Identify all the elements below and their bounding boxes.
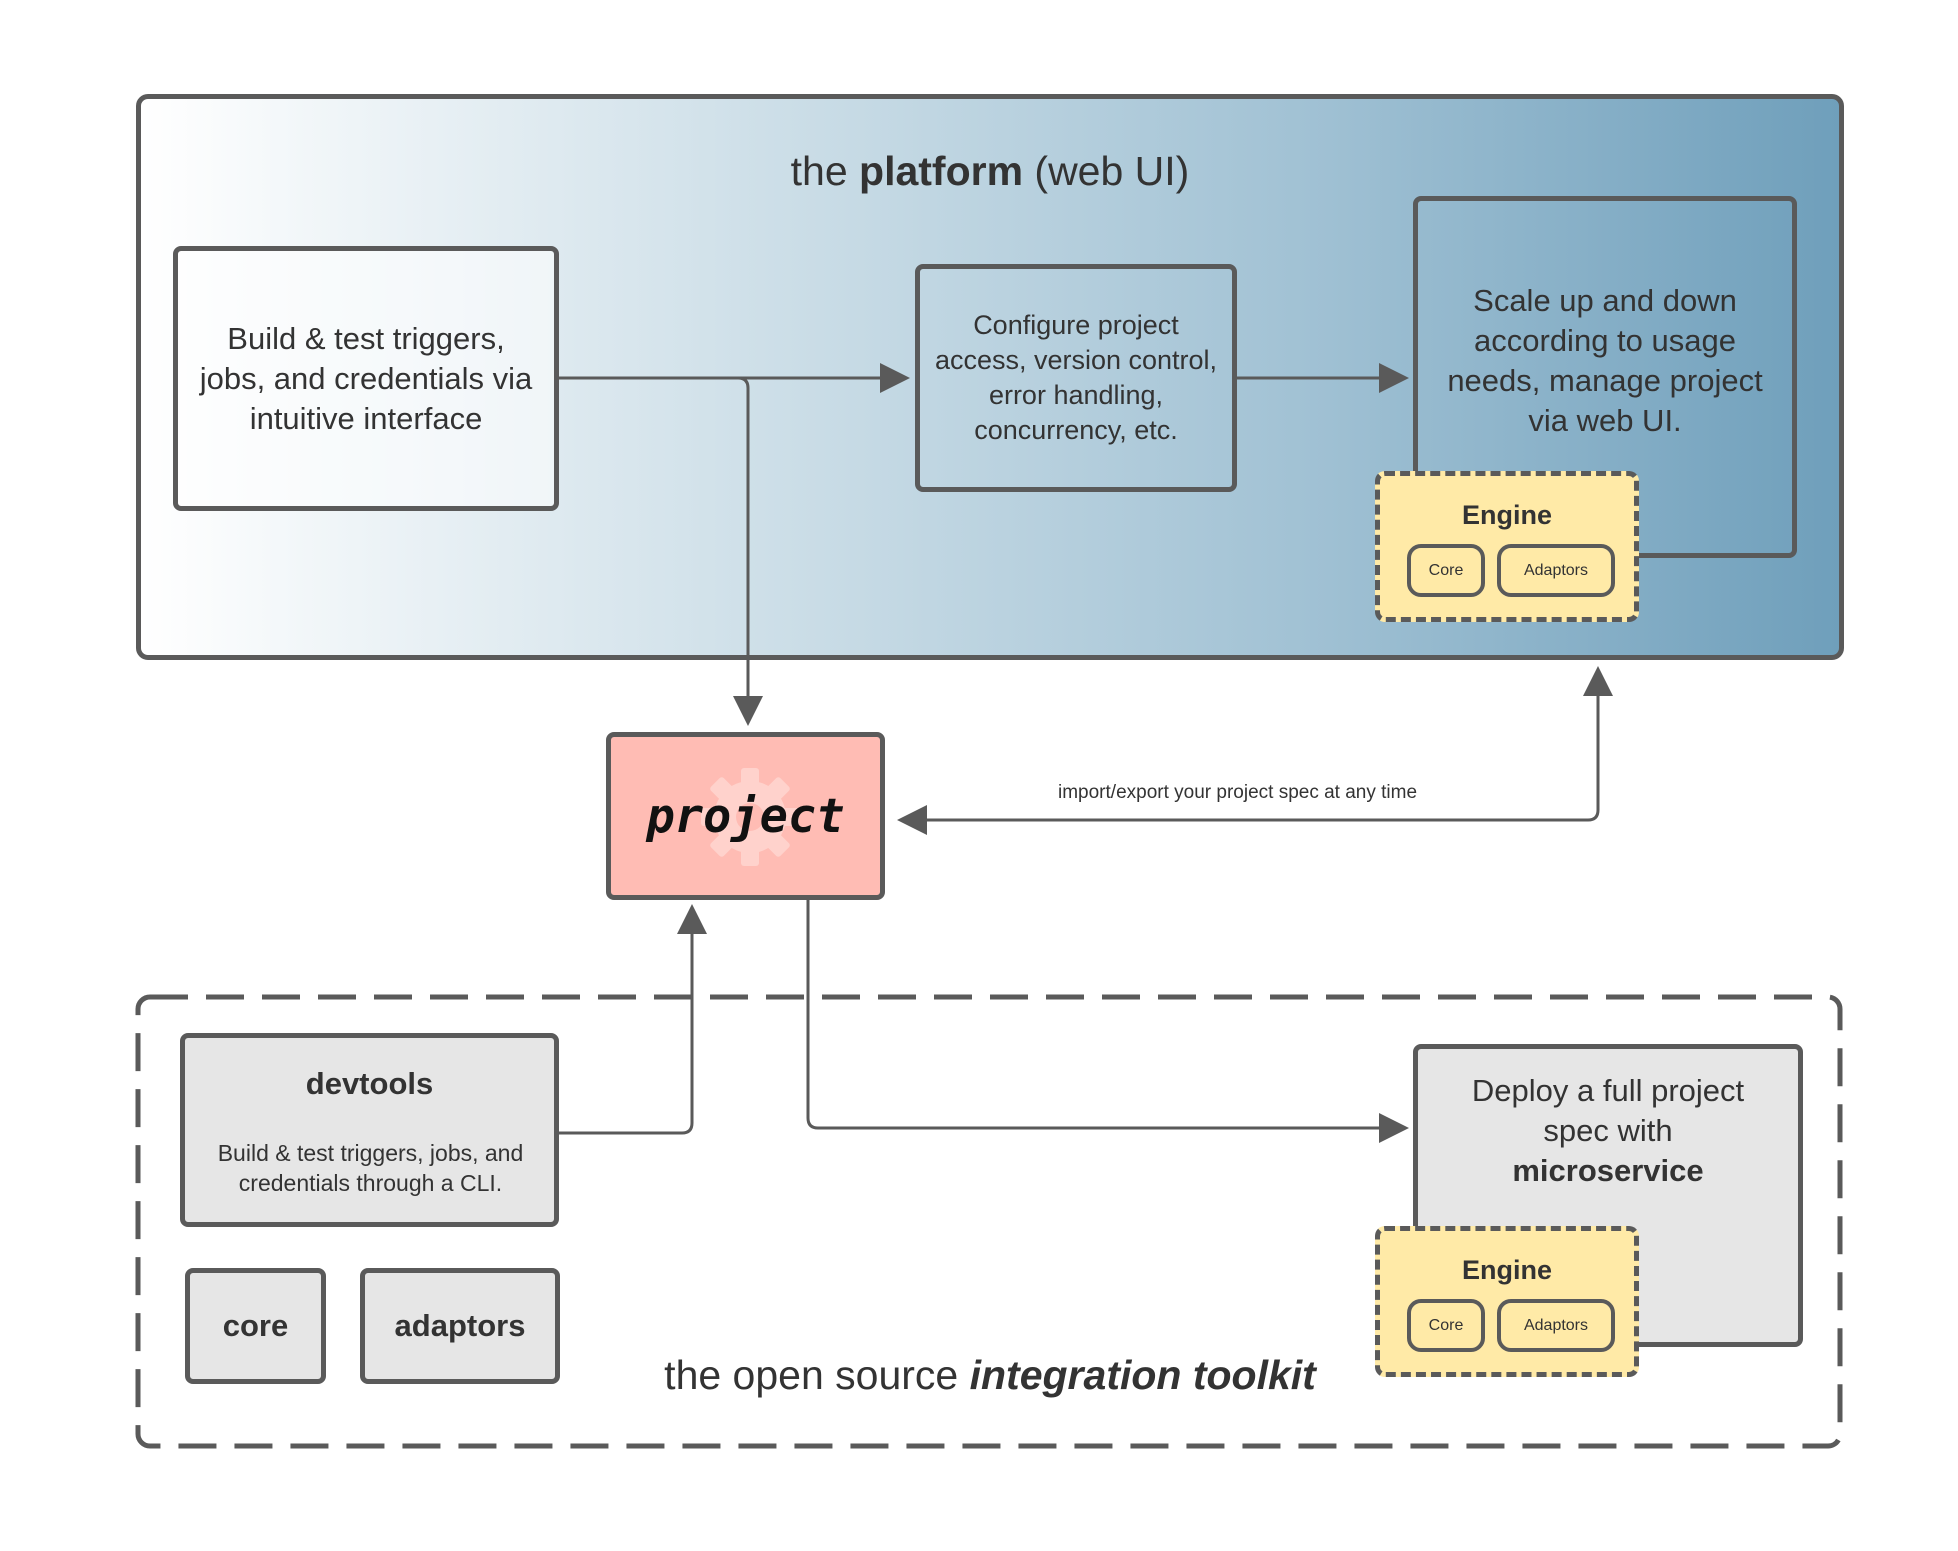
toolkit-engine-core: Core: [1407, 1299, 1485, 1352]
devtools-desc: Build & test triggers, jobs, and credent…: [217, 1140, 524, 1196]
build-test-text: Build & test triggers, jobs, and credent…: [199, 320, 533, 436]
deploy-bold: microservice: [1512, 1153, 1704, 1188]
scale-text: Scale up and down according to usage nee…: [1447, 283, 1763, 438]
toolkit-engine-title: Engine: [1461, 1255, 1552, 1285]
devtools-title: devtools: [305, 1066, 434, 1101]
deploy-text: Deploy a full project spec with: [1471, 1073, 1745, 1148]
platform-engine-adaptors: Adaptors: [1497, 544, 1615, 597]
configure-text: Configure project access, version contro…: [934, 310, 1218, 445]
import-export-label: import/export your project spec at any t…: [1058, 782, 1418, 803]
devtools-box: devtools Build & test triggers, jobs, an…: [180, 1033, 559, 1227]
arrow-project-to-platform: [897, 680, 1600, 835]
arrow-project-to-deploy: [806, 900, 1409, 1143]
project-box: project: [606, 732, 885, 900]
toolkit-engine-adaptors: Adaptors: [1497, 1299, 1615, 1352]
adaptors-label: adaptors: [394, 1308, 526, 1343]
arrow-build-to-project: [559, 376, 763, 726]
toolkit-engine: Engine Core Adaptors: [1375, 1226, 1639, 1377]
core-label: core: [222, 1308, 289, 1343]
arrow-devtools-to-project: [559, 904, 707, 1135]
build-test-box: Build & test triggers, jobs, and credent…: [173, 246, 559, 511]
configure-box: Configure project access, version contro…: [915, 264, 1237, 492]
toolkit-title: the open source integration toolkit: [664, 1352, 1316, 1398]
platform-engine-core: Core: [1407, 544, 1485, 597]
adaptors-box: adaptors: [360, 1268, 560, 1384]
platform-engine-title: Engine: [1461, 500, 1552, 530]
platform-engine: Engine Core Adaptors: [1375, 471, 1639, 622]
platform-title: the platform (web UI): [790, 148, 1190, 194]
core-box: core: [185, 1268, 326, 1384]
gear-icon: [701, 768, 799, 866]
project-label: project: [646, 788, 845, 844]
